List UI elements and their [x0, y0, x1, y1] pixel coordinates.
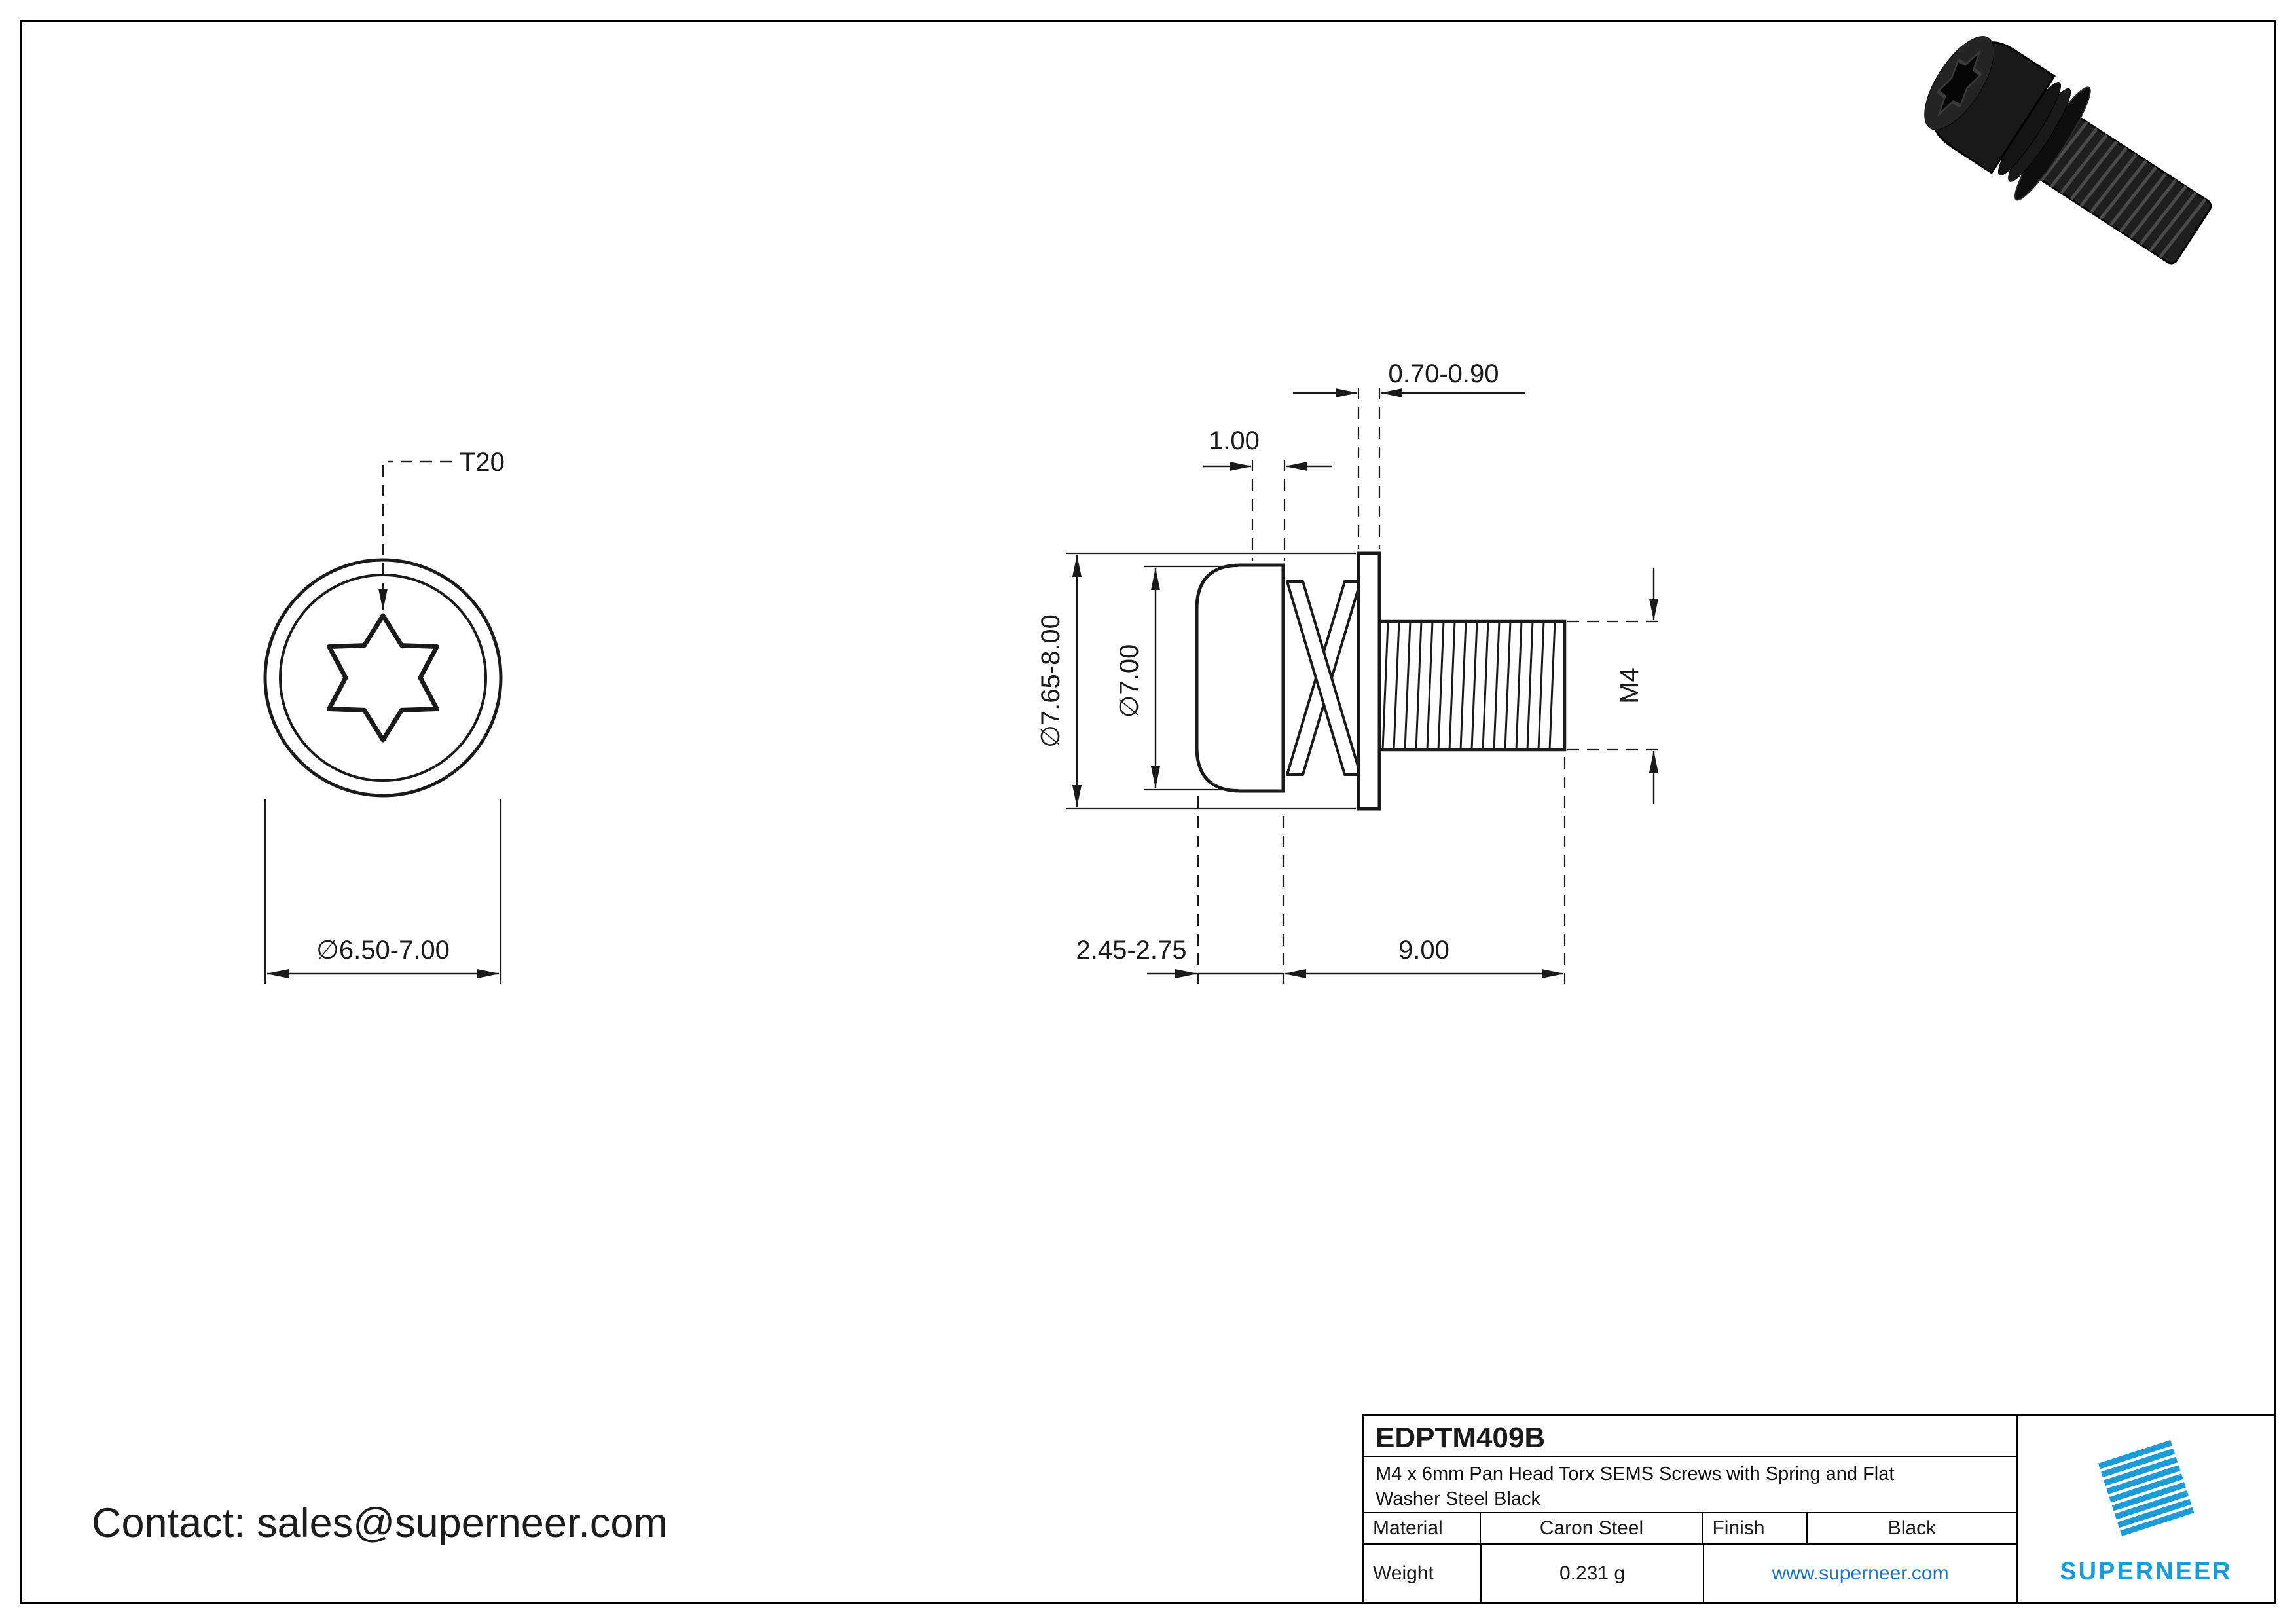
weight-label: Weight	[1364, 1545, 1482, 1602]
dim-label-washer-od: ∅7.65-8.00	[1036, 614, 1065, 748]
part-description: M4 x 6mm Pan Head Torx SEMS Screws with …	[1364, 1457, 2016, 1513]
dim-label-torx: T20	[460, 448, 505, 477]
side-view	[1195, 551, 1567, 811]
finish-value: Black	[1887, 1517, 1937, 1539]
dim-label-thread-size: M4	[1615, 667, 1644, 704]
website-link[interactable]: www.superneer.com	[1772, 1562, 1949, 1584]
washer-outline-circle	[263, 558, 503, 798]
drawing-border	[20, 20, 2276, 1604]
thread-lines	[1381, 621, 1556, 750]
contact-email: Contact: sales@superneer.com	[92, 1500, 668, 1546]
part-number: EDPTM409B	[1364, 1416, 2016, 1457]
product-photo-3d-screw	[1924, 36, 2212, 265]
dim-label-head-od: ∅7.00	[1115, 644, 1144, 718]
dim-label-spring-width: 1.00	[1209, 426, 1260, 455]
title-block-main: EDPTM409B M4 x 6mm Pan Head Torx SEMS Sc…	[1364, 1416, 2018, 1602]
side-view-dimensions	[1066, 388, 1663, 984]
weight-website-row: Weight 0.231 g www.superneer.com	[1364, 1545, 2016, 1602]
dim-label-head-height: 2.45-2.75	[1076, 936, 1186, 965]
material-finish-row: Material Caron Steel Finish Black	[1364, 1513, 2016, 1545]
brand-logo-cell: SUPERNEER	[2018, 1416, 2274, 1602]
dim-label-front-diameter: ∅6.50-7.00	[316, 936, 450, 965]
title-block: EDPTM409B M4 x 6mm Pan Head Torx SEMS Sc…	[1362, 1414, 2274, 1602]
brand-name: SUPERNEER	[2060, 1558, 2232, 1585]
torx-recess	[327, 613, 439, 743]
front-view	[263, 460, 503, 984]
brand-logo-icon	[2098, 1439, 2195, 1537]
dim-label-washer-thickness: 0.70-0.90	[1388, 360, 1499, 388]
torx-recess-3d	[1937, 50, 1982, 117]
pan-head-profile	[1195, 563, 1285, 793]
material-value: Caron Steel	[1481, 1513, 1704, 1543]
weight-value: 0.231 g	[1482, 1545, 1704, 1602]
finish-label: Finish	[1703, 1513, 1808, 1543]
material-label: Material	[1364, 1513, 1482, 1543]
screw-thread-texture	[2040, 121, 2207, 259]
dim-label-length: 9.00	[1398, 936, 1449, 965]
flat-washer-profile	[1357, 551, 1381, 811]
